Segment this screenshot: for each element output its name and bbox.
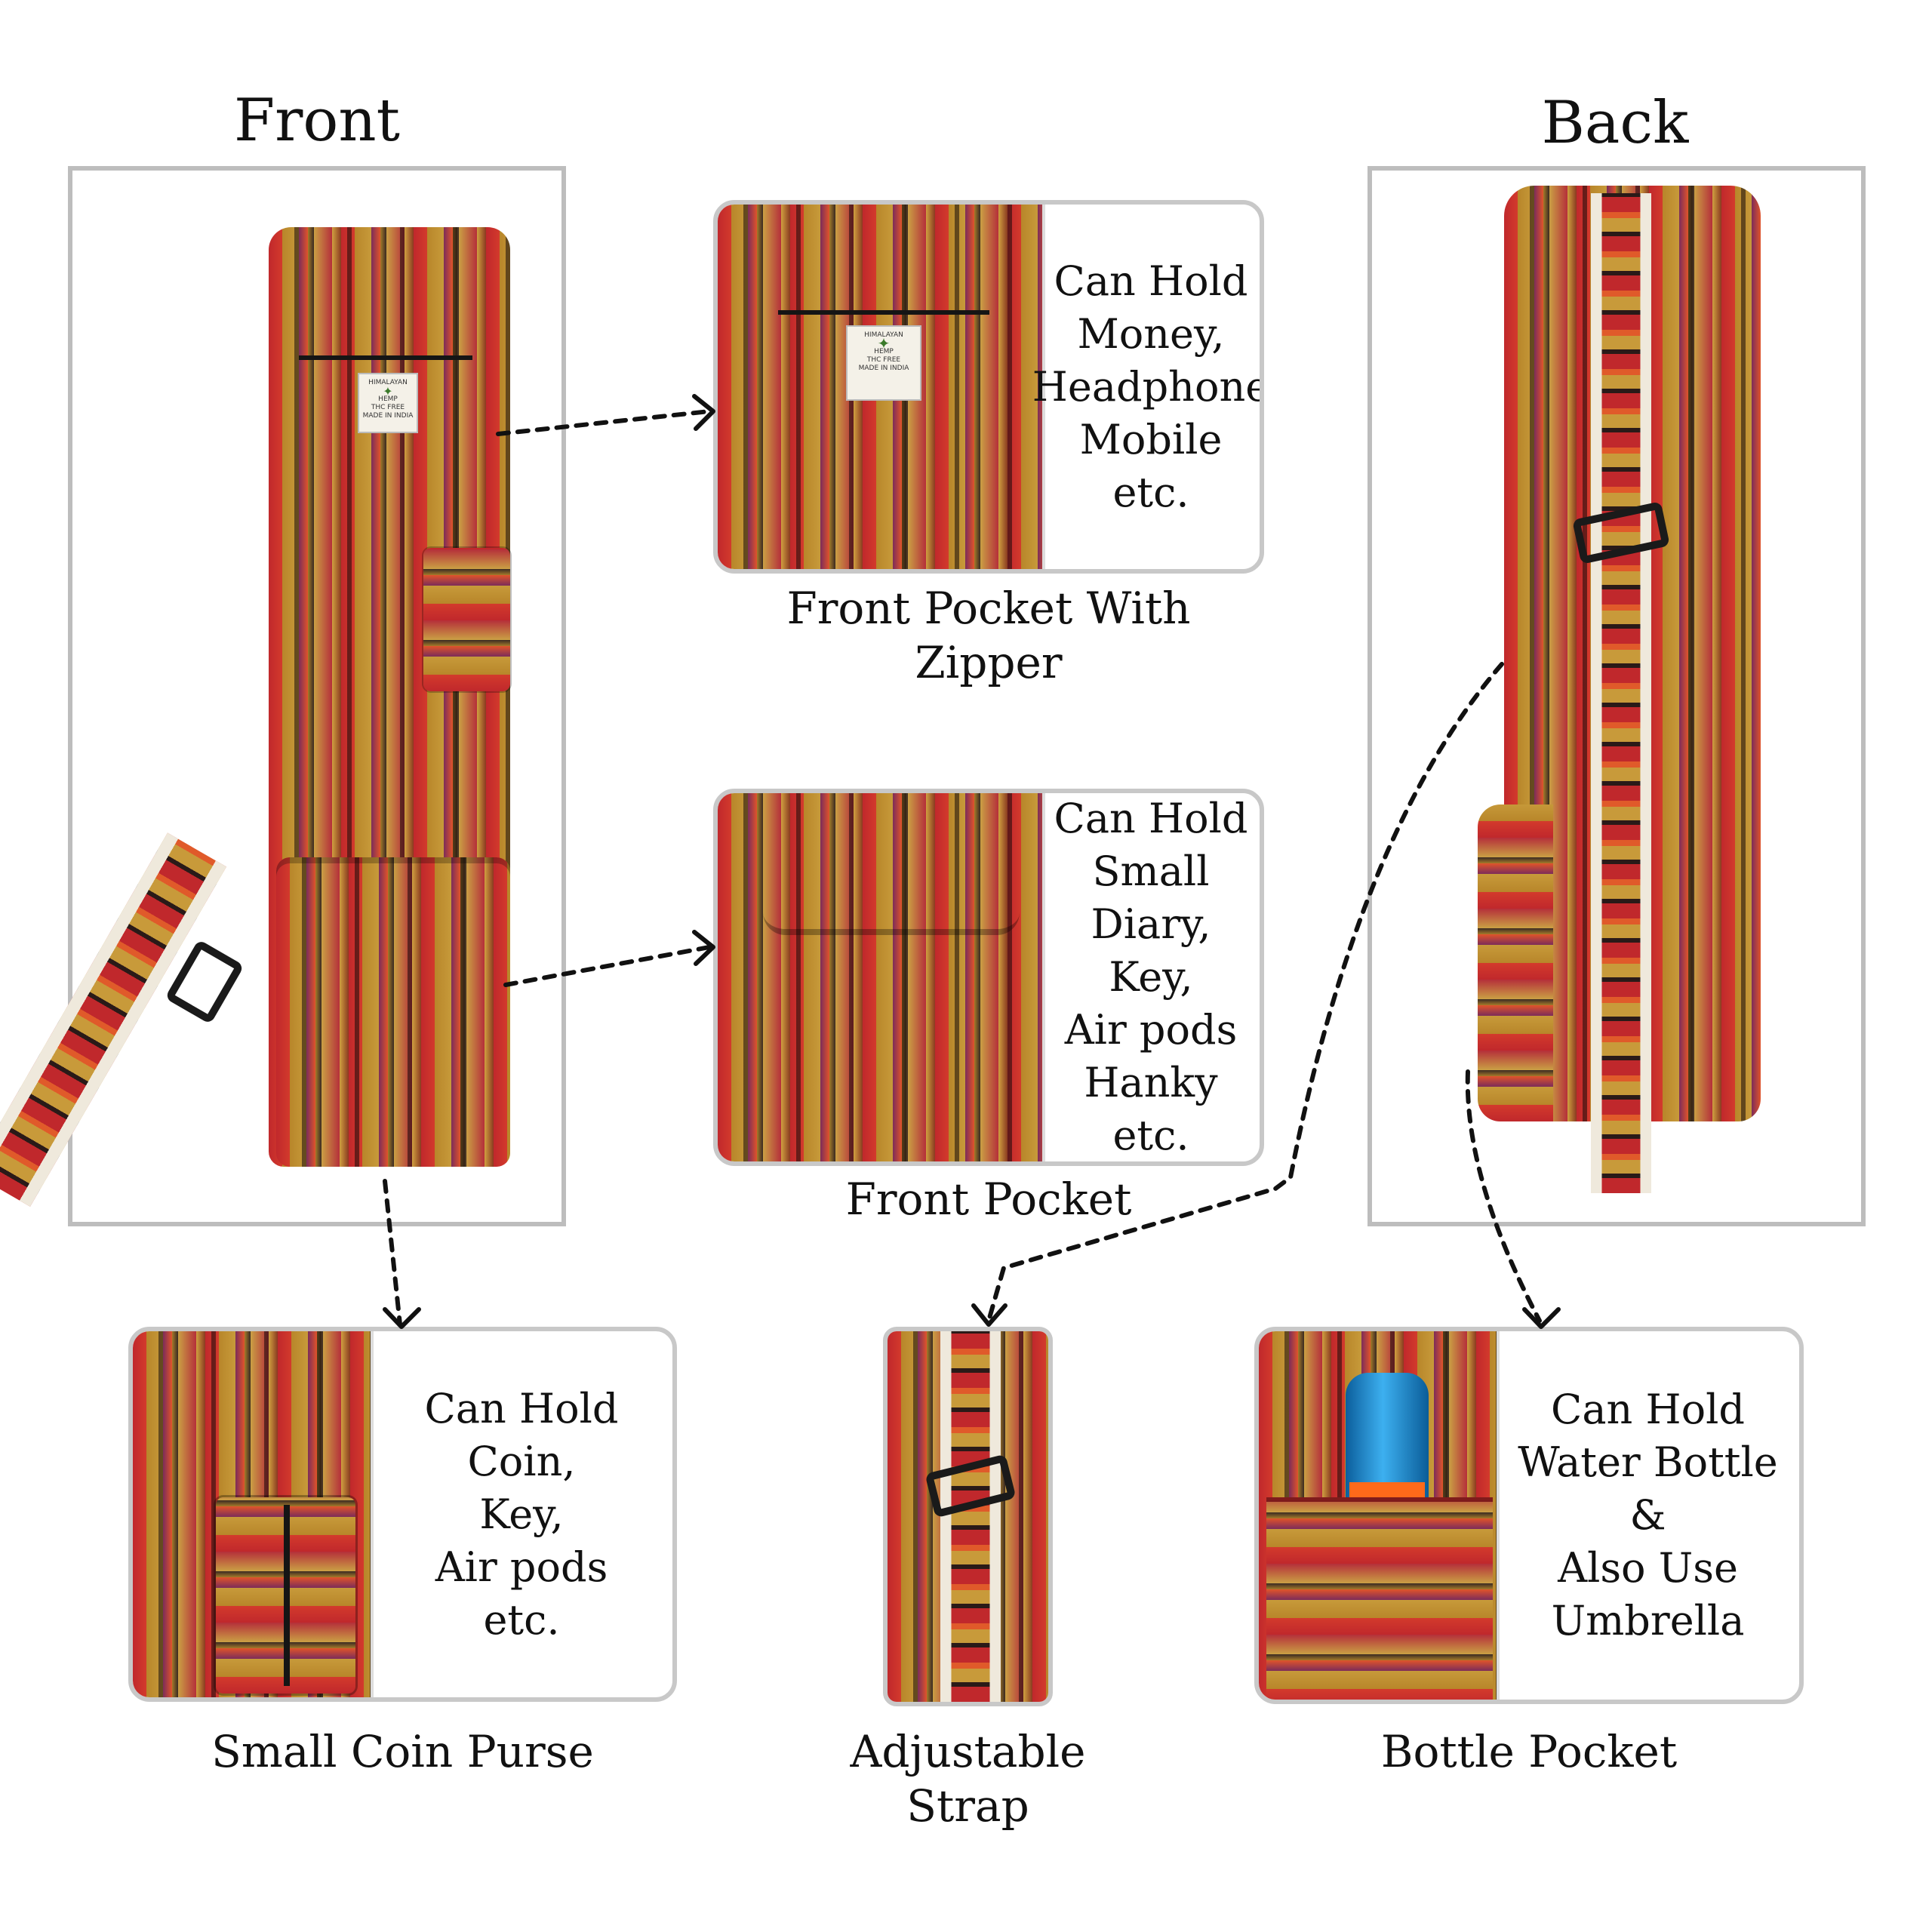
description-line: Water Bottle — [1518, 1438, 1778, 1486]
front-pocket-photo — [718, 793, 1045, 1161]
coin-purse-card: Can Hold Coin, Key, Air pods etc. — [128, 1327, 677, 1702]
description-line: Small Diary, — [1091, 848, 1211, 948]
description-line: Hanky — [1084, 1059, 1218, 1106]
strap-card — [883, 1327, 1053, 1706]
front-pocket-flap — [763, 793, 1020, 935]
arrow-to-front-pocket — [503, 945, 712, 987]
front-pocket-card: Can Hold Small Diary, Key, Air pods Hank… — [713, 789, 1264, 1166]
zipper-pocket-zipper — [778, 310, 989, 315]
label-line: THC FREE — [866, 356, 901, 364]
label-line: MADE IN INDIA — [858, 365, 909, 372]
label-line: HIMALAYAN — [864, 331, 903, 339]
description-line: Coin, — [467, 1437, 576, 1485]
bottle-pocket-description: Can Hold Water Bottle & Also Use Umbrell… — [1497, 1331, 1799, 1700]
description-line: Air pods — [435, 1543, 608, 1591]
front-heading: Front — [234, 87, 400, 155]
description-line: Air pods — [1064, 1006, 1238, 1054]
arrow-to-zipper-pocket — [496, 409, 712, 436]
leaf-icon: ✦ — [383, 384, 393, 398]
bottle-pocket-card: Can Hold Water Bottle & Also Use Umbrell… — [1254, 1327, 1804, 1704]
label-line: HIMALAYAN — [368, 379, 408, 386]
bottle-pocket-sleeve — [1266, 1497, 1493, 1700]
description-line: etc. — [483, 1595, 560, 1644]
arrow-to-strap — [986, 662, 1504, 1323]
description-line: Can Hold — [424, 1384, 619, 1432]
description-line: Can Hold — [1054, 795, 1248, 842]
bottle-pocket-photo — [1259, 1331, 1500, 1700]
arrowhead-bottle-pocket — [1522, 1307, 1561, 1329]
arrow-to-bottle-pocket — [1465, 1069, 1542, 1323]
arrowhead-front-pocket — [692, 930, 715, 966]
description-line: Mobile — [1079, 415, 1223, 463]
coin-purse-zipper — [284, 1505, 290, 1686]
arrowhead-zipper-pocket — [692, 394, 715, 431]
caption-line: Adjustable — [850, 1726, 1086, 1777]
arrowhead-coin-purse — [383, 1307, 421, 1329]
bottle-pocket-caption: Bottle Pocket — [1380, 1726, 1678, 1777]
description-line: Can Hold — [1551, 1386, 1745, 1433]
zipper-pocket-card: HIMALAYAN ✦ HEMP THC FREE MADE IN INDIA … — [713, 200, 1264, 574]
front-coin-purse — [423, 548, 510, 691]
strap-caption: Adjustable Strap — [815, 1724, 1121, 1833]
arrowhead-strap — [971, 1303, 1008, 1327]
coin-purse-pouch — [216, 1497, 355, 1694]
description-line: etc. — [1112, 1112, 1189, 1159]
description-line: Key, — [479, 1490, 564, 1538]
coin-purse-photo — [133, 1331, 374, 1697]
zipper-pocket-label: HIMALAYAN ✦ HEMP THC FREE MADE IN INDIA — [846, 325, 921, 401]
front-lower-pocket — [276, 857, 510, 1167]
strap-band — [940, 1331, 1001, 1702]
description-line: Umbrella — [1551, 1597, 1745, 1644]
coin-purse-caption: Small Coin Purse — [211, 1726, 594, 1777]
coin-purse-description: Can Hold Coin, Key, Air pods etc. — [371, 1331, 672, 1697]
label-line: THC FREE — [371, 404, 405, 411]
brand-label-patch: HIMALAYAN ✦ HEMP THC FREE MADE IN INDIA — [358, 373, 418, 433]
description-line: Key, — [1109, 953, 1193, 1001]
description-line: etc. — [1112, 468, 1189, 516]
description-line: Headphone — [1032, 362, 1264, 411]
zipper-pocket-photo: HIMALAYAN ✦ HEMP THC FREE MADE IN INDIA — [718, 205, 1045, 569]
description-line: Can Hold — [1054, 257, 1248, 305]
label-line: MADE IN INDIA — [362, 412, 414, 420]
description-line: & — [1629, 1491, 1666, 1539]
back-bottle-pocket — [1478, 804, 1553, 1121]
back-heading: Back — [1541, 89, 1689, 157]
back-strap — [1591, 193, 1651, 1193]
caption-line: Strap — [906, 1780, 1029, 1832]
front-view-frame: HIMALAYAN ✦ HEMP THC FREE MADE IN INDIA — [0, 166, 566, 1226]
front-pocket-description: Can Hold Small Diary, Key, Air pods Hank… — [1042, 793, 1260, 1161]
zipper-pocket-description: Can Hold Money, Headphone Mobile etc. — [1032, 205, 1260, 569]
front-zipper — [299, 355, 472, 360]
front-pocket-caption: Front Pocket — [845, 1174, 1132, 1225]
label-line: HEMP — [378, 395, 398, 403]
label-line: HEMP — [874, 348, 894, 355]
back-view-frame — [1367, 166, 1866, 1226]
zipper-pocket-caption: Front Pocket With Zipper — [786, 583, 1191, 688]
leaf-icon: ✦ — [877, 334, 891, 352]
description-line: Also Use — [1558, 1544, 1738, 1592]
arrow-to-coin-purse — [383, 1179, 402, 1327]
description-line: Money, — [1077, 309, 1225, 358]
